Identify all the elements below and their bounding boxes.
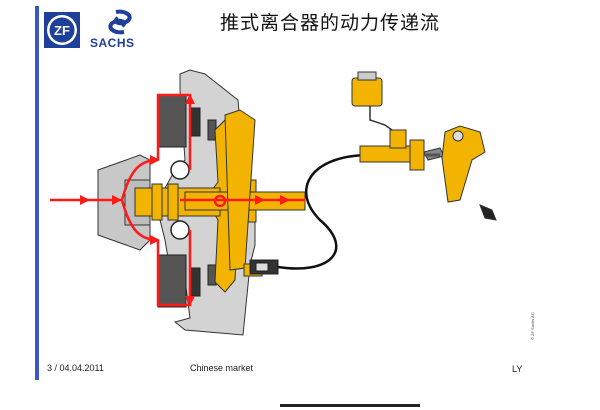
clutch-pedal — [441, 125, 497, 221]
zf-logo-text: ZF — [54, 23, 70, 38]
friction-parts — [157, 94, 217, 308]
power-flow-arrowheads — [80, 94, 290, 306]
sachs-logo-text: SACHS — [90, 36, 135, 50]
bearing-balls — [170, 160, 190, 240]
hydraulic-hose — [277, 153, 371, 270]
disc-hub — [134, 183, 221, 221]
page-title: 推式离合器的动力传递流 — [219, 12, 440, 34]
accent-bar — [35, 6, 39, 380]
sachs-logo — [108, 9, 132, 35]
footer-initials: LY — [512, 364, 523, 374]
clutch-diagram — [50, 69, 497, 336]
footer-market: Chinese market — [190, 363, 254, 373]
master-cylinder — [359, 129, 445, 171]
slave-cylinder — [249, 259, 279, 275]
copyright-text: © ZF Sachs AG — [530, 312, 535, 340]
zf-logo: ZF — [44, 12, 80, 48]
footer-page-date: 3 / 04.04.2011 — [47, 363, 104, 373]
flywheel — [97, 154, 151, 251]
bottom-divider — [280, 404, 420, 407]
fluid-reservoir — [351, 71, 393, 131]
